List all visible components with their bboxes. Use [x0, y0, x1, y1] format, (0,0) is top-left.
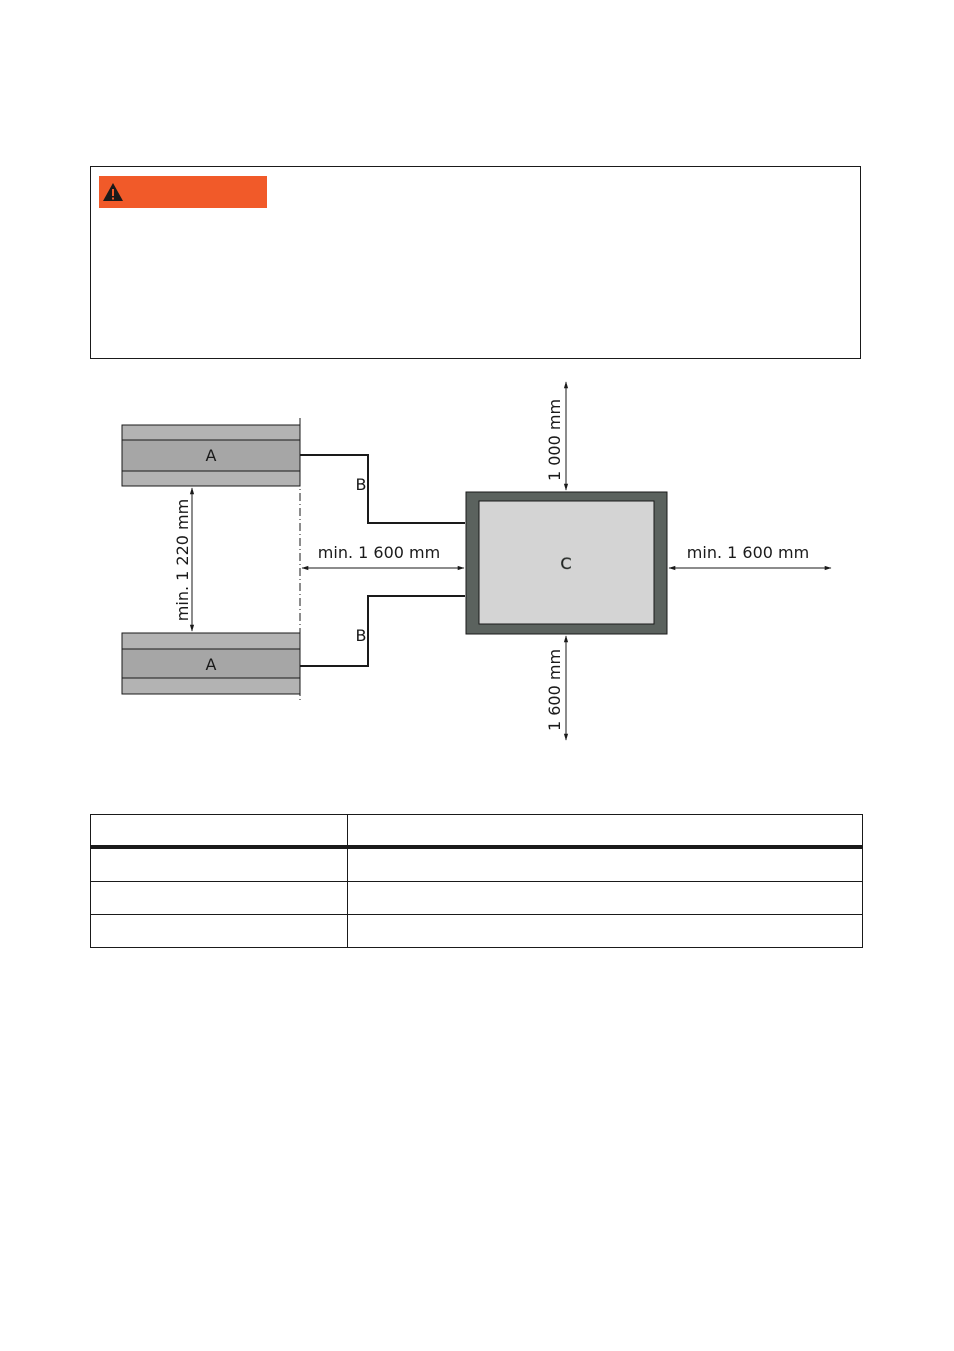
warning-box — [90, 166, 861, 359]
table-cell — [347, 846, 863, 882]
cable-b-bottom — [300, 595, 465, 667]
label-b-bottom: B — [356, 626, 367, 645]
table-cell — [347, 881, 863, 915]
dim-label-between-a: min. 1 220 mm — [173, 499, 192, 621]
table-header-cell — [347, 814, 863, 849]
label-c: C — [560, 554, 571, 573]
dim-label-bottom-of-c: 1 600 mm — [545, 649, 564, 731]
table-cell — [347, 914, 863, 948]
label-b-top: B — [356, 475, 367, 494]
cable-b-top — [300, 454, 465, 524]
table-header-cell — [90, 814, 348, 849]
table-header-row — [90, 814, 863, 849]
unit-c: C — [465, 491, 668, 635]
table-cell — [90, 881, 348, 915]
panel-a-top: A — [121, 424, 301, 487]
table-row — [90, 846, 863, 882]
dim-label-top-of-c: 1 000 mm — [545, 399, 564, 481]
dim-label-right-of-c: min. 1 600 mm — [687, 543, 809, 562]
warning-triangle-icon — [103, 183, 123, 201]
warning-header — [99, 176, 267, 208]
table-cell — [90, 914, 348, 948]
table-row — [90, 881, 863, 915]
legend-table — [90, 814, 863, 948]
dim-label-left-of-c: min. 1 600 mm — [318, 543, 440, 562]
label-a-top: A — [206, 446, 217, 465]
clearance-diagram: A A B B C min. 1 220 mm min. 1 600 mm mi… — [121, 381, 832, 741]
panel-a-bottom: A — [121, 632, 301, 695]
table-cell — [90, 846, 348, 882]
label-a-bottom: A — [206, 655, 217, 674]
table-row — [90, 914, 863, 948]
